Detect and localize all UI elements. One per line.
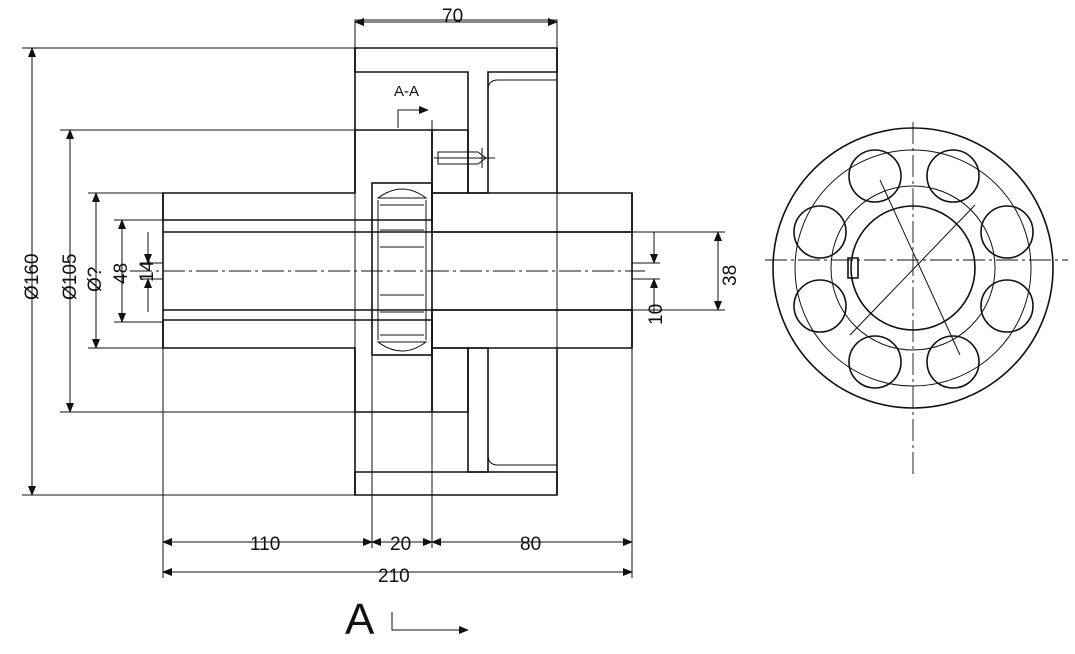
flange-inner-upper	[431, 129, 469, 194]
end-hub-ring	[830, 185, 996, 351]
elastic-pad-bottom	[376, 341, 428, 352]
section-view: A-A Ø160 Ø105 Ø? 48 14 38 10 70	[22, 6, 741, 644]
dim-dia-outer: Ø160	[22, 254, 43, 300]
sleeve-web-lower	[467, 347, 489, 473]
dim-dia-unknown: Ø?	[85, 267, 106, 292]
sleeve-bottom	[354, 471, 558, 496]
dim-small: 14	[137, 260, 158, 282]
elastic-pad-top	[376, 188, 428, 199]
dim-top-width: 70	[442, 6, 463, 27]
elastic-ring	[371, 182, 433, 356]
sleeve-top	[354, 47, 558, 194]
key-pin	[434, 148, 495, 168]
right-hub-upper	[431, 192, 633, 233]
left-hub-lower	[162, 319, 433, 413]
left-hub-upper	[162, 129, 433, 221]
dim-len-mid: 20	[390, 534, 411, 555]
dim-bore: 48	[111, 263, 132, 284]
dim-len-right: 80	[520, 534, 541, 555]
section-label: A-A	[394, 83, 419, 100]
dim-dia-flange: Ø105	[60, 254, 81, 300]
right-hub-lower	[431, 309, 633, 349]
end-view	[765, 122, 1068, 478]
dim-right-dia: 38	[720, 265, 741, 286]
view-label: A	[345, 595, 375, 644]
jaw-elements	[793, 149, 1034, 389]
dim-right-small: 10	[646, 304, 667, 325]
dim-len-total: 210	[378, 566, 410, 587]
flange-inner-lower	[431, 347, 469, 413]
dim-len-left: 110	[250, 534, 280, 555]
